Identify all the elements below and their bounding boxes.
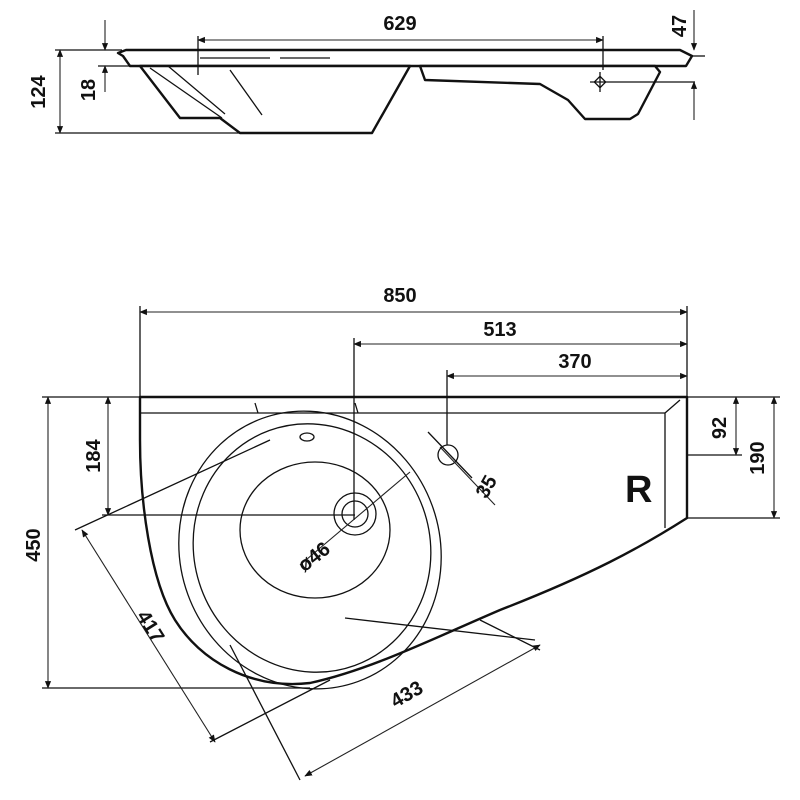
drain-icon <box>333 492 377 536</box>
dim-47: 47 <box>669 15 691 37</box>
orientation-mark: R <box>625 469 652 511</box>
dim-184: 184 <box>83 438 105 472</box>
dim-92: 92 <box>709 417 731 439</box>
dim-850: 850 <box>383 285 416 307</box>
dim-629: 629 <box>383 13 416 35</box>
dim-433: 433 <box>387 677 427 713</box>
side-view: 629 124 18 47 <box>28 10 705 135</box>
dim-417: 417 <box>132 607 168 647</box>
dim-18: 18 <box>78 79 100 101</box>
tap-hole-icon <box>437 444 459 466</box>
dim-513: 513 <box>483 319 516 341</box>
dim-370: 370 <box>558 351 591 373</box>
top-view: R 850 513 370 450 184 92 190 3 <box>23 285 780 781</box>
dim-450: 450 <box>23 528 45 561</box>
overflow-icon <box>299 432 315 442</box>
dim-190: 190 <box>747 441 769 474</box>
side-view-fitting <box>593 75 607 89</box>
bowl-basin <box>239 461 391 599</box>
side-view-support <box>418 64 662 121</box>
dim-124: 124 <box>28 74 50 108</box>
